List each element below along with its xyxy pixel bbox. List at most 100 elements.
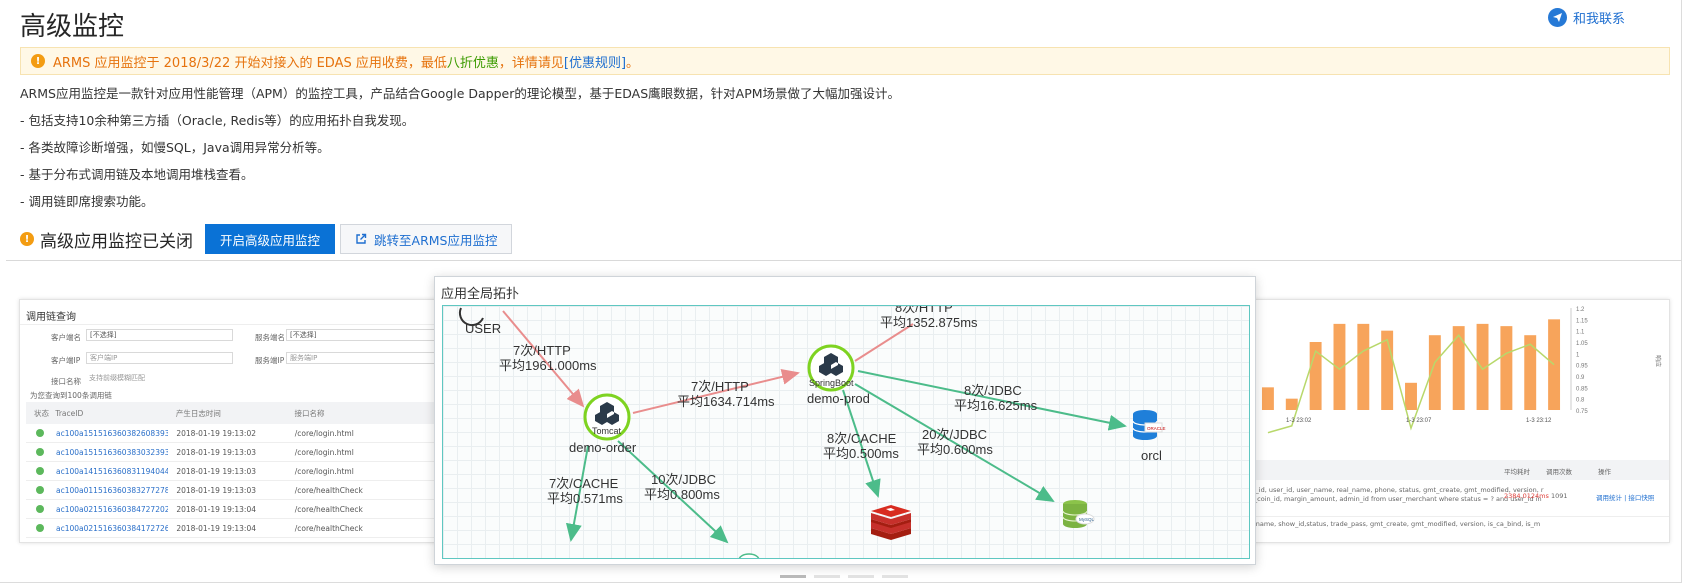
edge-label-calls: 10次/JDBC [651, 472, 716, 487]
trace-api: /core/healthCheck [294, 523, 363, 533]
page-title: 高级监控 [20, 12, 125, 42]
trace-api: /core/login.html [294, 447, 354, 457]
trace-id-link[interactable]: ac100a151516360383032393806d586c [56, 447, 169, 457]
enable-monitor-button[interactable]: 开启高级应用监控 [205, 224, 336, 254]
section-divider [6, 260, 1682, 261]
server-name-label: 服务端名 [255, 333, 285, 342]
chart-bar [1428, 335, 1441, 410]
springboot-node[interactable]: SpringBoot demo-prod [807, 344, 870, 406]
topology-graph: USER Tomcat demo-order SpringBoot demo-p… [458, 306, 1166, 558]
slow-sql-header: 平均耗时 调用次数 操作 [1246, 460, 1669, 480]
edge-label-calls: 8次/CACHE [827, 431, 897, 446]
contact-us-link[interactable]: 和我联系 [1548, 8, 1625, 27]
carousel-dot[interactable] [814, 575, 840, 578]
sql-text: in_coin_id, margin_amount, admin_id from… [1248, 495, 1542, 503]
trace-time: 2018-01-19 19:13:03 [176, 485, 256, 495]
status-dot [36, 486, 44, 494]
feature-bullet: - 基于分布式调用链及本地调用堆栈查看。 [20, 167, 254, 182]
col-traceid: TraceID [55, 408, 84, 418]
trace-api: /core/healthCheck [294, 485, 363, 495]
chart-bar [1261, 387, 1274, 410]
client-ip-input[interactable]: 客户端IP [86, 352, 233, 364]
topology-title: 应用全局拓扑 [441, 287, 520, 302]
edge-label-avg: 平均16.625ms [954, 398, 1038, 413]
client-name-select[interactable]: [不选择] [86, 329, 233, 341]
col-status: 状态 [34, 408, 49, 418]
row-actions-link[interactable]: 调用统计 | 接口快照 [1596, 494, 1655, 502]
edge-label-calls: 8次/JDBC [964, 383, 1022, 398]
edge-label-avg: 平均1961.000ms [499, 358, 597, 373]
trace-id-link[interactable]: ac100a02151636038472720226d61b8 [56, 504, 168, 514]
trace-table: 状态 TraceID 产生日志时间 接口名称 ac100a15151636038… [26, 402, 438, 538]
mysql-node[interactable]: MySQL [1062, 500, 1095, 528]
contact-us-label: 和我联系 [1573, 12, 1626, 27]
warning-icon: ! [20, 232, 34, 246]
monitor-status-row: ! 高级应用监控已关闭 开启高级应用监控 跳转至ARMS应用监控 [20, 224, 513, 254]
springboot-app-label: demo-prod [807, 391, 870, 406]
client-ip-label: 客户端IP [51, 356, 81, 365]
carousel-dot[interactable] [780, 575, 806, 578]
edge-label-avg: 平均0.600ms [917, 442, 993, 457]
tomcat-node[interactable]: Tomcat demo-order [569, 393, 637, 455]
carousel-dot[interactable] [882, 575, 908, 578]
topology-canvas[interactable]: USER Tomcat demo-order SpringBoot demo-p… [442, 305, 1250, 559]
carousel-dot[interactable] [848, 575, 874, 578]
offscreen-node [738, 553, 760, 558]
status-dot [36, 429, 44, 437]
x-tick-label: 1-3 23:02 [1286, 418, 1312, 424]
col-call-count: 调用次数 [1546, 468, 1572, 476]
y-tick-label: 0.95 [1576, 364, 1588, 370]
discount-rules-link[interactable]: [优惠规则] [563, 55, 627, 71]
chart-bar [1405, 382, 1417, 410]
table-row[interactable]: ac100a011516360383277278540577 2018-01-19… [26, 481, 438, 500]
api-name-input[interactable]: 支持前缀模糊匹配 [86, 373, 416, 385]
table-row[interactable]: ac100a151516360383032393806d586c2018-01-… [26, 443, 438, 462]
table-row[interactable]: ac100a0215163603841727266d05772018-01-19… [26, 519, 438, 538]
user-node[interactable]: USER [458, 307, 501, 336]
server-ip-input[interactable]: 服务端IP [286, 352, 436, 364]
feature-bullet: - 包括支持10余种第三方插（Oracle, Redis等）的应用拓扑自我发现。 [20, 113, 415, 128]
x-tick-label: 1-3 23:07 [1406, 418, 1432, 424]
sql-text: ac_id, user_id, user_name, real_name, ph… [1248, 486, 1544, 494]
trace-id-link[interactable]: ac100a151516360382608393707d586c [56, 428, 169, 438]
y-axis-label: 响应 [1654, 355, 1662, 367]
trace-time: 2018-01-19 19:13:03 [176, 466, 256, 476]
y-tick-label: 1.2 [1576, 307, 1585, 313]
chart-bar [1500, 326, 1513, 410]
status-dot [36, 524, 44, 532]
y-tick-label: 0.9 [1576, 375, 1585, 381]
mysql-badge: MySQL [1079, 517, 1095, 522]
server-name-select[interactable]: [不选择] [286, 329, 436, 341]
feature-bullet: - 调用链即席搜索功能。 [20, 194, 154, 209]
notice-middle: ，详情请见 [498, 55, 564, 71]
trace-id-link[interactable]: ac100a0215163603841727266d0577 [56, 523, 168, 533]
status-dot [36, 448, 44, 456]
server-ip-label: 服务端IP [255, 356, 285, 365]
redis-node[interactable] [871, 505, 911, 540]
edge-label-avg: 平均1352.875ms [880, 315, 978, 330]
call-count-value: 1091 [1551, 492, 1568, 500]
edge-user-tomcat [502, 310, 585, 408]
jump-to-arms-button[interactable]: 跳转至ARMS应用监控 [340, 224, 513, 254]
table-row[interactable]: ac100a02151636038472720226d61b82018-01-1… [26, 500, 438, 519]
table-row: ac_id, user_id, user_name, real_name, ph… [1246, 480, 1669, 516]
notice-suffix: 。 [626, 55, 640, 71]
x-tick-label: 1-3 23:12 [1526, 418, 1552, 424]
y-tick-label: 1.1 [1576, 330, 1585, 336]
trace-id-link[interactable]: ac100a14151636083119404440c20 [56, 466, 168, 476]
table-row[interactable]: ac100a151516360382608393707d586c2018-01-… [26, 424, 438, 443]
table-row[interactable]: ac100a14151636083119404440c20 2018-01-19 … [26, 462, 438, 481]
trace-id-link[interactable]: ac100a011516360383277278540577 [56, 485, 168, 495]
slow-sql-table: 平均耗时 调用次数 操作 ac_id, user_id, user_name, … [1246, 460, 1669, 530]
chart-bar [1357, 323, 1370, 410]
oracle-node[interactable]: ORACLE orcl [1132, 410, 1166, 463]
springboot-label: SpringBoot [809, 378, 854, 388]
notice-highlight: 八折优惠 [446, 55, 499, 71]
y-tick-label: 0.75 [1576, 409, 1588, 415]
intro-text: ARMS应用监控是一款针对应用性能管理（APM）的监控工具，产品结合Google… [20, 86, 901, 101]
billing-notice: ! ARMS 应用监控于 2018/3/22 开始对接入的 EDAS 应用收费，… [20, 47, 1670, 75]
edge-springboot-up [854, 323, 914, 362]
avg-time-value: 2384.0124ms [1504, 492, 1549, 500]
chart-bar [1476, 323, 1489, 410]
